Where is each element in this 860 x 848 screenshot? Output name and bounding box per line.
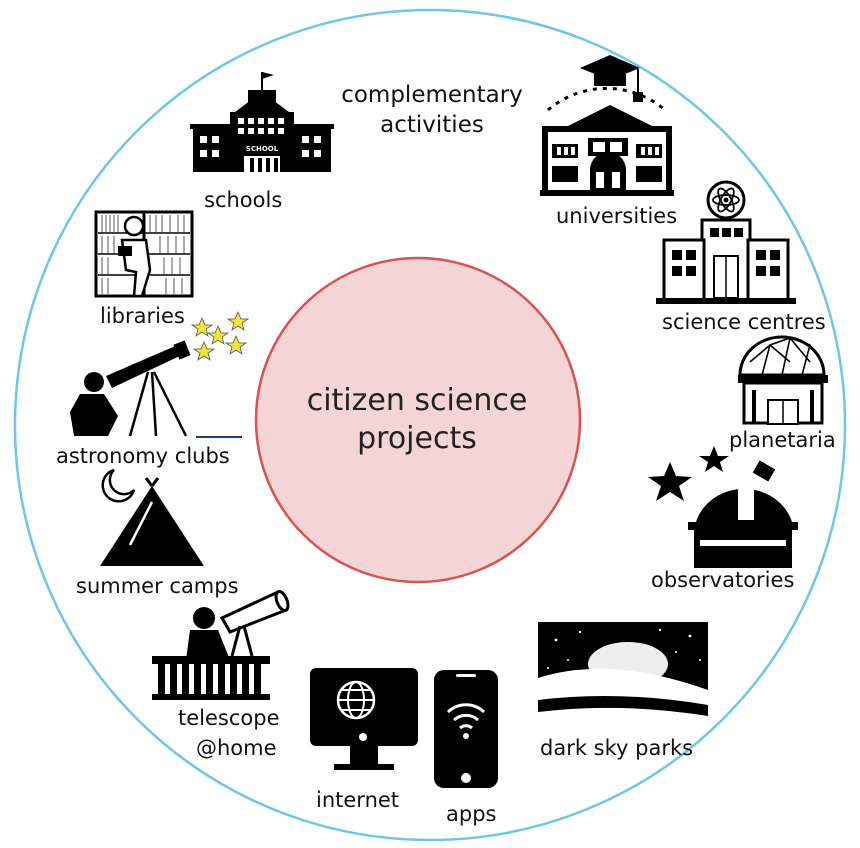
school-sign-text: SCHOOL (246, 145, 279, 153)
center-label-line1: citizen science (306, 383, 528, 418)
complementary-activities-label: complementary activities (326, 80, 538, 140)
label-telescope: telescope (178, 706, 280, 730)
university-icon (540, 55, 674, 196)
complementary-line1: complementary (341, 82, 523, 108)
stars-icon (190, 310, 250, 361)
label-apps: apps (446, 802, 497, 826)
summer-camp-icon (100, 468, 204, 566)
label-schools: schools (204, 188, 283, 212)
label-planetaria: planetaria (729, 428, 836, 452)
label-telescope-home: @home (196, 736, 277, 760)
complementary-line2: activities (380, 112, 484, 138)
label-science-centres: science centres (662, 310, 826, 334)
center-circle (254, 256, 582, 584)
apps-icon (434, 670, 498, 788)
label-observatories: observatories (651, 568, 795, 592)
observatory-icon (648, 446, 798, 572)
label-universities: universities (556, 204, 678, 228)
outer-ring (13, 8, 847, 842)
label-dark-sky-parks: dark sky parks (540, 736, 694, 760)
library-icon (94, 210, 194, 298)
label-libraries: libraries (100, 304, 185, 328)
school-icon: SCHOOL (190, 72, 334, 172)
center-label: citizen science projects (262, 382, 572, 458)
center-label-line2: projects (357, 421, 477, 456)
label-summer-camps: summer camps (76, 574, 239, 598)
science-centre-icon (656, 180, 796, 304)
internet-icon (310, 668, 418, 770)
telescope-home-icon (152, 589, 290, 700)
label-internet: internet (316, 788, 400, 812)
planetarium-icon (738, 335, 828, 425)
astronomy-club-icon (70, 340, 242, 438)
dark-sky-park-icon (538, 622, 708, 726)
label-astronomy-clubs: astronomy clubs (56, 444, 230, 468)
